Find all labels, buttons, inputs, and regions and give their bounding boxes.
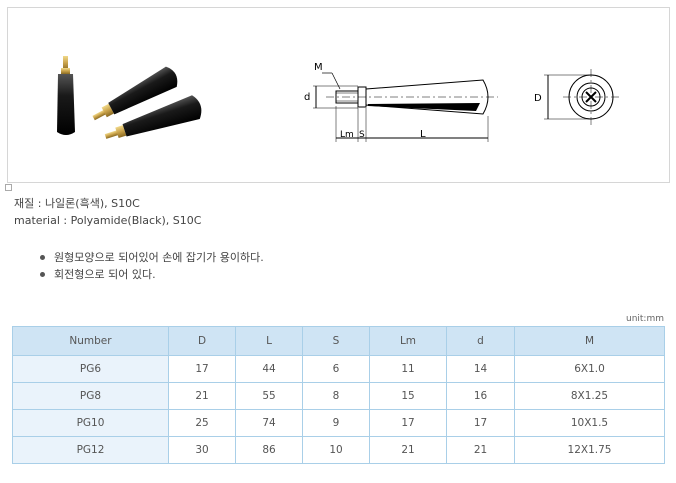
cell-number: PG6 <box>12 355 169 383</box>
handle-vertical <box>57 56 75 135</box>
cell-d-outer: 25 <box>168 409 236 437</box>
spec-table: Number D L S Lm d M PG6 17 44 6 11 14 6X… <box>12 326 665 464</box>
cell-d: 21 <box>446 436 515 464</box>
cell-s: 9 <box>302 409 370 437</box>
header-number: Number <box>12 326 169 356</box>
product-photo <box>57 56 202 139</box>
cell-d: 17 <box>446 409 515 437</box>
cell-d: 14 <box>446 355 515 383</box>
cell-lm: 15 <box>369 382 447 410</box>
feature-item: 회전형으로 되어 있다. <box>38 267 264 284</box>
cell-l: 74 <box>235 409 303 437</box>
header-d: d <box>446 326 515 356</box>
label-lm: Lm <box>340 130 354 140</box>
label-l: L <box>420 129 426 140</box>
header-d-outer: D <box>168 326 236 356</box>
cell-s: 10 <box>302 436 370 464</box>
label-big-d: D <box>534 93 542 104</box>
label-d: d <box>304 92 310 103</box>
image-marker <box>5 184 12 191</box>
cell-d: 16 <box>446 382 515 410</box>
cell-m: 8X1.25 <box>514 382 665 410</box>
cell-s: 6 <box>302 355 370 383</box>
material-english: material : Polyamide(Black), S10C <box>14 214 202 227</box>
handle-diagonal-upper <box>92 66 178 121</box>
label-s: S <box>359 130 365 140</box>
cell-l: 86 <box>235 436 303 464</box>
cell-l: 55 <box>235 382 303 410</box>
cell-lm: 17 <box>369 409 447 437</box>
header-m: M <box>514 326 665 356</box>
table-row: PG12 30 86 10 21 21 12X1.75 <box>12 436 665 464</box>
table-row: PG6 17 44 6 11 14 6X1.0 <box>12 355 665 383</box>
unit-label: unit:mm <box>625 314 664 324</box>
feature-list: 원형모양으로 되어있어 손에 잡기가 용이하다. 회전형으로 되어 있다. <box>38 250 264 284</box>
cell-d-outer: 17 <box>168 355 236 383</box>
cell-number: PG12 <box>12 436 169 464</box>
cell-lm: 11 <box>369 355 447 383</box>
cell-m: 6X1.0 <box>514 355 665 383</box>
handle-diagonal-lower <box>104 95 202 139</box>
technical-drawing: M d Lm S L D <box>304 62 620 142</box>
product-image-frame: M d Lm S L D <box>7 7 670 183</box>
table-header-row: Number D L S Lm d M <box>12 326 665 356</box>
cell-number: PG8 <box>12 382 169 410</box>
header-l: L <box>235 326 303 356</box>
table-row: PG8 21 55 8 15 16 8X1.25 <box>12 382 665 410</box>
feature-item: 원형모양으로 되어있어 손에 잡기가 용이하다. <box>38 250 264 267</box>
header-lm: Lm <box>369 326 447 356</box>
cell-d-outer: 21 <box>168 382 236 410</box>
cell-s: 8 <box>302 382 370 410</box>
cell-d-outer: 30 <box>168 436 236 464</box>
cell-lm: 21 <box>369 436 447 464</box>
label-m: M <box>314 62 323 73</box>
cell-m: 12X1.75 <box>514 436 665 464</box>
table-row: PG10 25 74 9 17 17 10X1.5 <box>12 409 665 437</box>
cell-m: 10X1.5 <box>514 409 665 437</box>
cell-l: 44 <box>235 355 303 383</box>
cell-number: PG10 <box>12 409 169 437</box>
header-s: S <box>302 326 370 356</box>
material-korean: 재질 : 나일론(흑색), S10C <box>14 197 140 210</box>
